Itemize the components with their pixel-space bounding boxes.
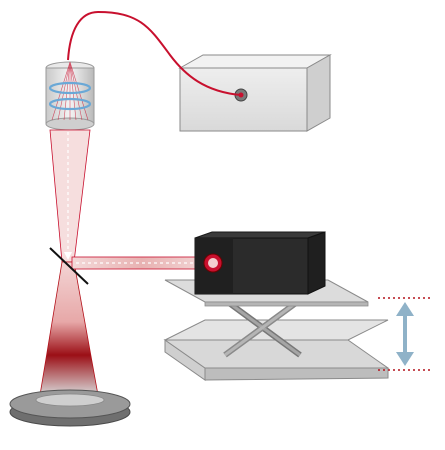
lens-icon	[48, 97, 92, 111]
downward-beam	[39, 129, 99, 396]
beam-splitter	[49, 247, 89, 285]
lens-icon	[48, 81, 92, 95]
fiber-collimator-head	[45, 61, 95, 131]
light-source-box	[178, 54, 332, 132]
sample-stage	[9, 389, 131, 427]
horizontal-beam	[71, 256, 213, 270]
optical-fiber	[67, 10, 242, 96]
camera	[194, 231, 326, 295]
height-adjust-arrow	[378, 297, 432, 371]
lab-jack	[163, 279, 390, 381]
